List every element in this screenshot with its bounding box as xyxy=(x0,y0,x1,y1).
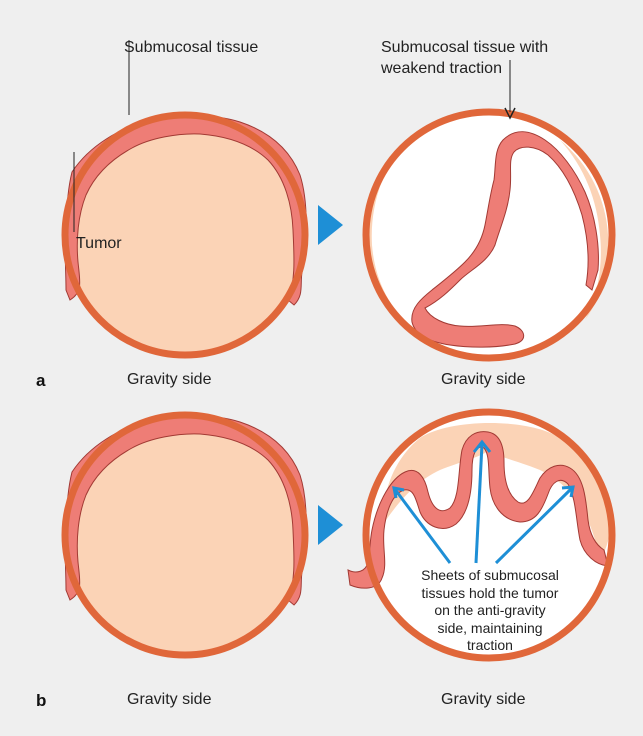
label-gravity-side-a-right: Gravity side xyxy=(441,370,525,390)
label-weakened-line2: weakend traction xyxy=(381,59,502,79)
label-submucosal-tissue: Submucosal tissue xyxy=(124,38,258,58)
transition-arrow-b xyxy=(318,505,343,545)
label-sheets-line4: side, maintaining xyxy=(404,620,576,638)
label-sheets-line2: tissues hold the tumor xyxy=(404,585,576,603)
panel-letter-a: a xyxy=(36,370,45,391)
panel-letter-b: b xyxy=(36,690,46,711)
panel-a-right-lumen xyxy=(366,60,612,358)
label-sheets: Sheets of submucosal tissues hold the tu… xyxy=(404,567,576,655)
label-gravity-side-b-right: Gravity side xyxy=(441,690,525,710)
label-sheets-line1: Sheets of submucosal xyxy=(404,567,576,585)
label-gravity-side-a-left: Gravity side xyxy=(127,370,211,390)
panel-a-left-lumen xyxy=(65,40,306,355)
label-gravity-side-b-left: Gravity side xyxy=(127,690,211,710)
label-sheets-line3: on the anti-gravity xyxy=(404,602,576,620)
label-weakened-line1: Submucosal tissue with xyxy=(381,38,548,58)
label-tumor: Tumor xyxy=(76,234,122,254)
transition-arrow-a xyxy=(318,205,343,245)
panel-b-left-lumen xyxy=(65,415,306,655)
label-sheets-line5: traction xyxy=(404,637,576,655)
